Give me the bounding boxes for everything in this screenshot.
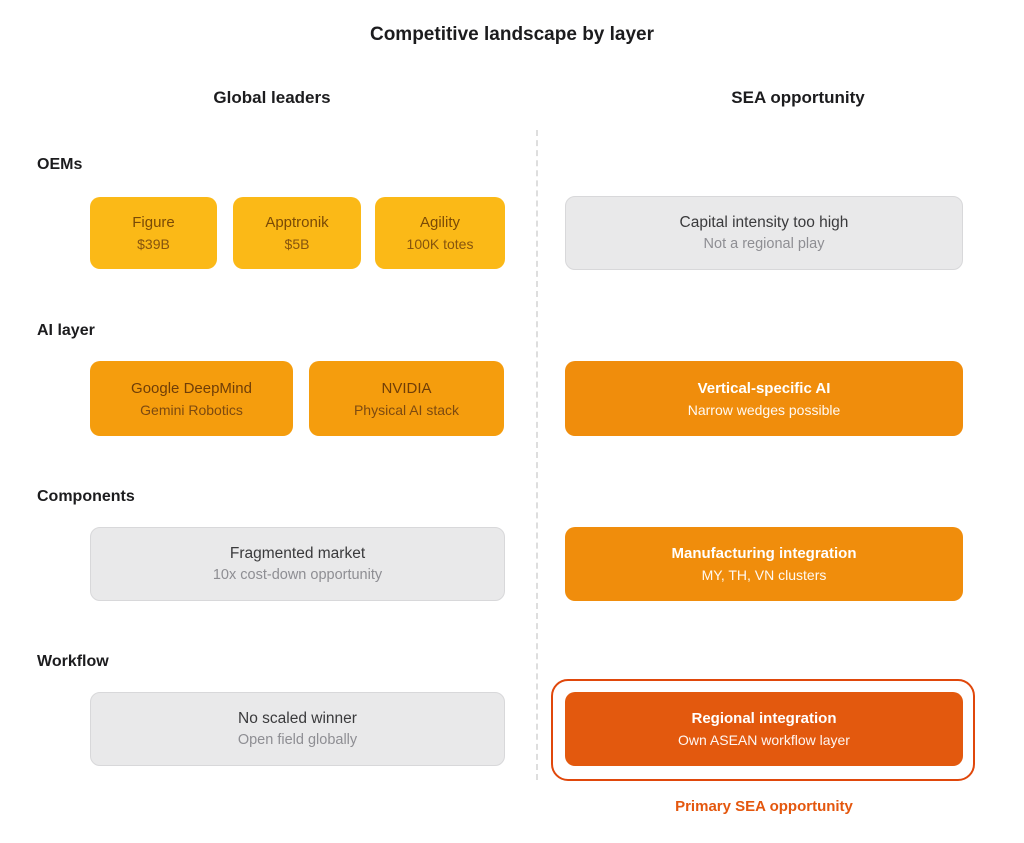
box-subtitle: MY, TH, VN clusters xyxy=(701,567,827,583)
box-no-scaled-winner: No scaled winner Open field globally xyxy=(90,692,505,766)
box-subtitle: Open field globally xyxy=(237,732,358,748)
box-nvidia: NVIDIA Physical AI stack xyxy=(309,361,504,436)
box-title: Manufacturing integration xyxy=(671,545,857,562)
box-subtitle: Own ASEAN workflow layer xyxy=(678,732,850,748)
box-fragmented-market: Fragmented market 10x cost-down opportun… xyxy=(90,527,505,601)
box-subtitle: Not a regional play xyxy=(703,236,825,252)
box-subtitle: Gemini Robotics xyxy=(140,401,243,418)
page-title: Competitive landscape by layer xyxy=(369,24,655,45)
box-subtitle: 100K totes xyxy=(406,236,474,252)
box-title: Fragmented market xyxy=(229,544,366,562)
row-label-ai-layer: AI layer xyxy=(37,322,95,339)
box-google-deepmind: Google DeepMind Gemini Robotics xyxy=(90,361,293,436)
column-header-global-leaders: Global leaders xyxy=(213,88,331,107)
row-label-oems: OEMs xyxy=(37,156,83,173)
row-label-components: Components xyxy=(37,488,135,505)
box-title: Google DeepMind xyxy=(131,379,252,397)
box-title: Regional integration xyxy=(691,710,837,727)
box-apptronik: Apptronik $5B xyxy=(233,197,361,269)
column-header-sea-opportunity: SEA opportunity xyxy=(731,88,865,107)
box-title: Agility xyxy=(419,214,460,231)
box-vertical-specific-ai: Vertical-specific AI Narrow wedges possi… xyxy=(565,361,963,436)
box-subtitle: $5B xyxy=(284,236,310,252)
box-manufacturing-integration: Manufacturing integration MY, TH, VN clu… xyxy=(565,527,963,601)
row-label-workflow: Workflow xyxy=(37,653,109,670)
box-subtitle: $39B xyxy=(137,236,170,252)
box-figure: Figure $39B xyxy=(90,197,217,269)
box-subtitle: Physical AI stack xyxy=(353,401,460,418)
box-title: Capital intensity too high xyxy=(679,213,849,231)
box-title: Apptronik xyxy=(265,214,329,231)
primary-sea-opportunity-caption: Primary SEA opportunity xyxy=(675,798,853,815)
box-title: Vertical-specific AI xyxy=(697,379,831,397)
box-title: NVIDIA xyxy=(381,379,432,397)
box-title: No scaled winner xyxy=(238,709,357,727)
box-subtitle: Narrow wedges possible xyxy=(687,401,841,418)
box-subtitle: 10x cost-down opportunity xyxy=(212,567,383,583)
box-regional-integration: Regional integration Own ASEAN workflow … xyxy=(565,692,963,766)
box-agility: Agility 100K totes xyxy=(375,197,505,269)
box-title: Figure xyxy=(132,214,175,231)
box-capital-intensity: Capital intensity too high Not a regiona… xyxy=(565,196,963,270)
column-divider xyxy=(536,130,538,780)
